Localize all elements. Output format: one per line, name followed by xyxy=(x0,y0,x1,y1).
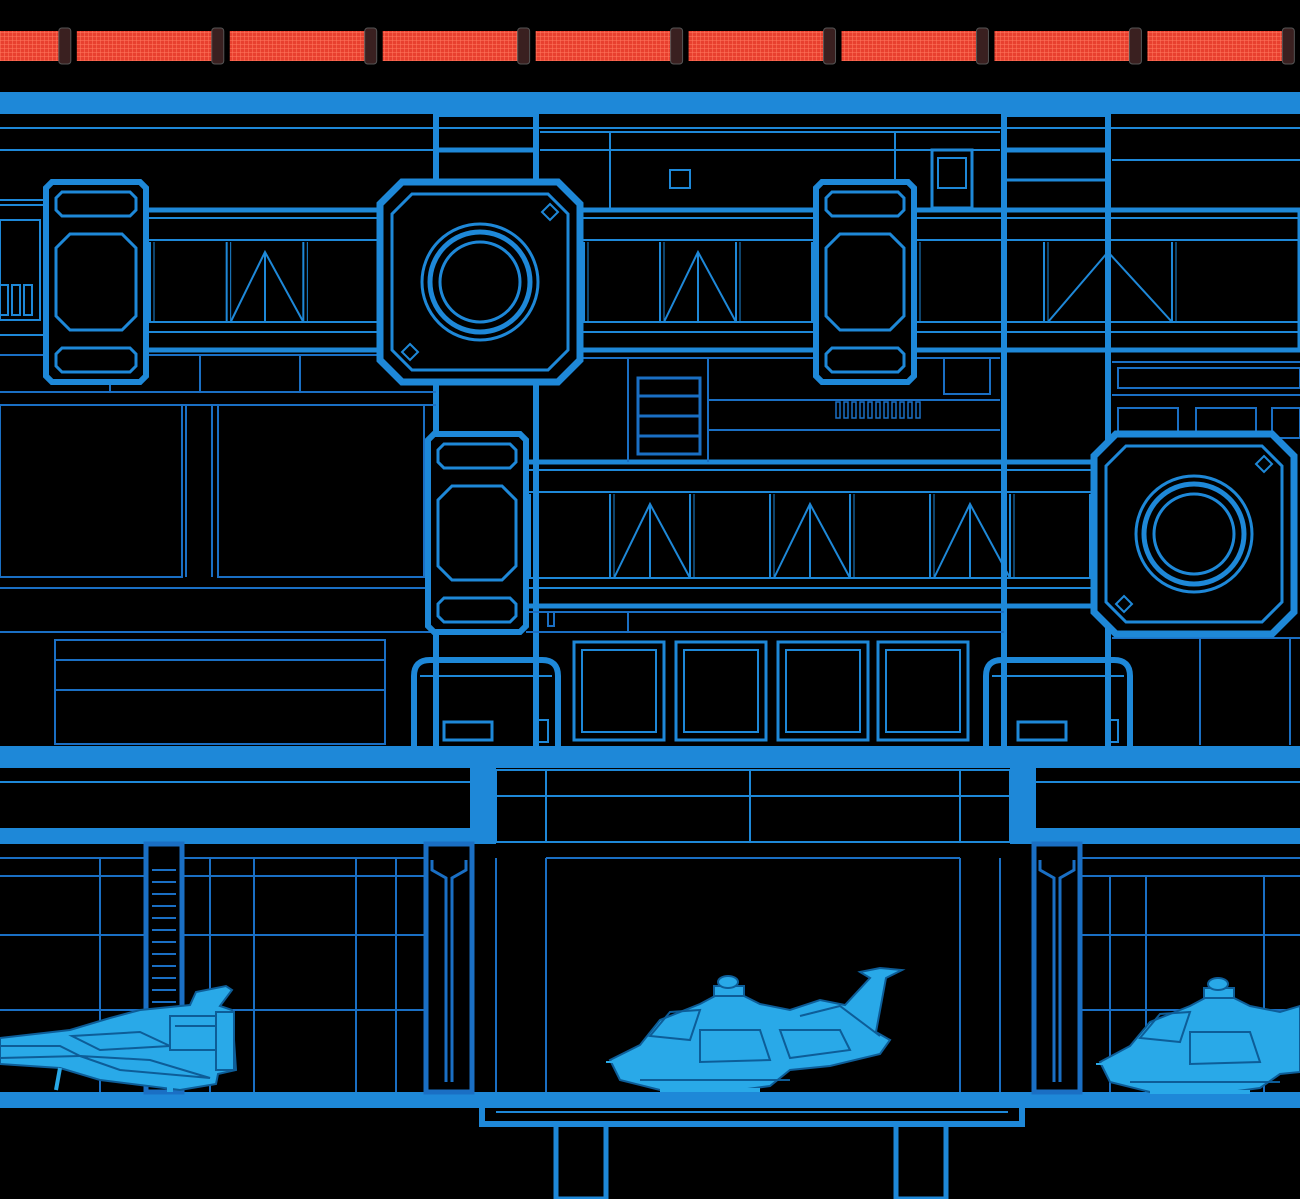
hangar-frame xyxy=(0,746,1300,1199)
light-bar-joint xyxy=(823,27,837,65)
light-bar-segment xyxy=(841,31,979,61)
ring-hub xyxy=(376,178,584,386)
light-bar-segment xyxy=(1147,31,1285,61)
light-bar-joint xyxy=(517,27,531,65)
light-bar-segment xyxy=(994,31,1132,61)
light-bar-joint xyxy=(211,27,225,65)
junction-nodes xyxy=(43,178,1298,638)
upper-truss-beams xyxy=(143,207,1300,353)
light-bar-joint xyxy=(1128,27,1142,65)
light-bar-segment xyxy=(688,31,826,61)
light-bar-joint xyxy=(58,27,72,65)
fighter-jet xyxy=(0,984,238,1092)
connector-pod xyxy=(425,431,529,635)
light-bar-segment xyxy=(76,31,214,61)
light-bar-joint xyxy=(364,27,378,65)
light-bar-segment xyxy=(229,31,367,61)
upper-structure xyxy=(0,92,1300,757)
top-light-bar xyxy=(0,27,1300,65)
helicopter-right xyxy=(1096,977,1300,1094)
light-bar-joint xyxy=(670,27,684,65)
light-bar-segment xyxy=(382,31,520,61)
pod-housings xyxy=(411,657,1133,748)
connector-pod xyxy=(813,179,917,385)
light-bar-segment xyxy=(535,31,673,61)
helicopter-center xyxy=(606,966,906,1092)
lower-truss-beam xyxy=(523,459,1099,609)
light-bar-joint xyxy=(975,27,989,65)
connector-pod xyxy=(43,179,149,385)
light-bar-joint xyxy=(1281,27,1295,65)
ring-hub xyxy=(1090,430,1298,638)
light-bar-segment xyxy=(0,31,61,61)
